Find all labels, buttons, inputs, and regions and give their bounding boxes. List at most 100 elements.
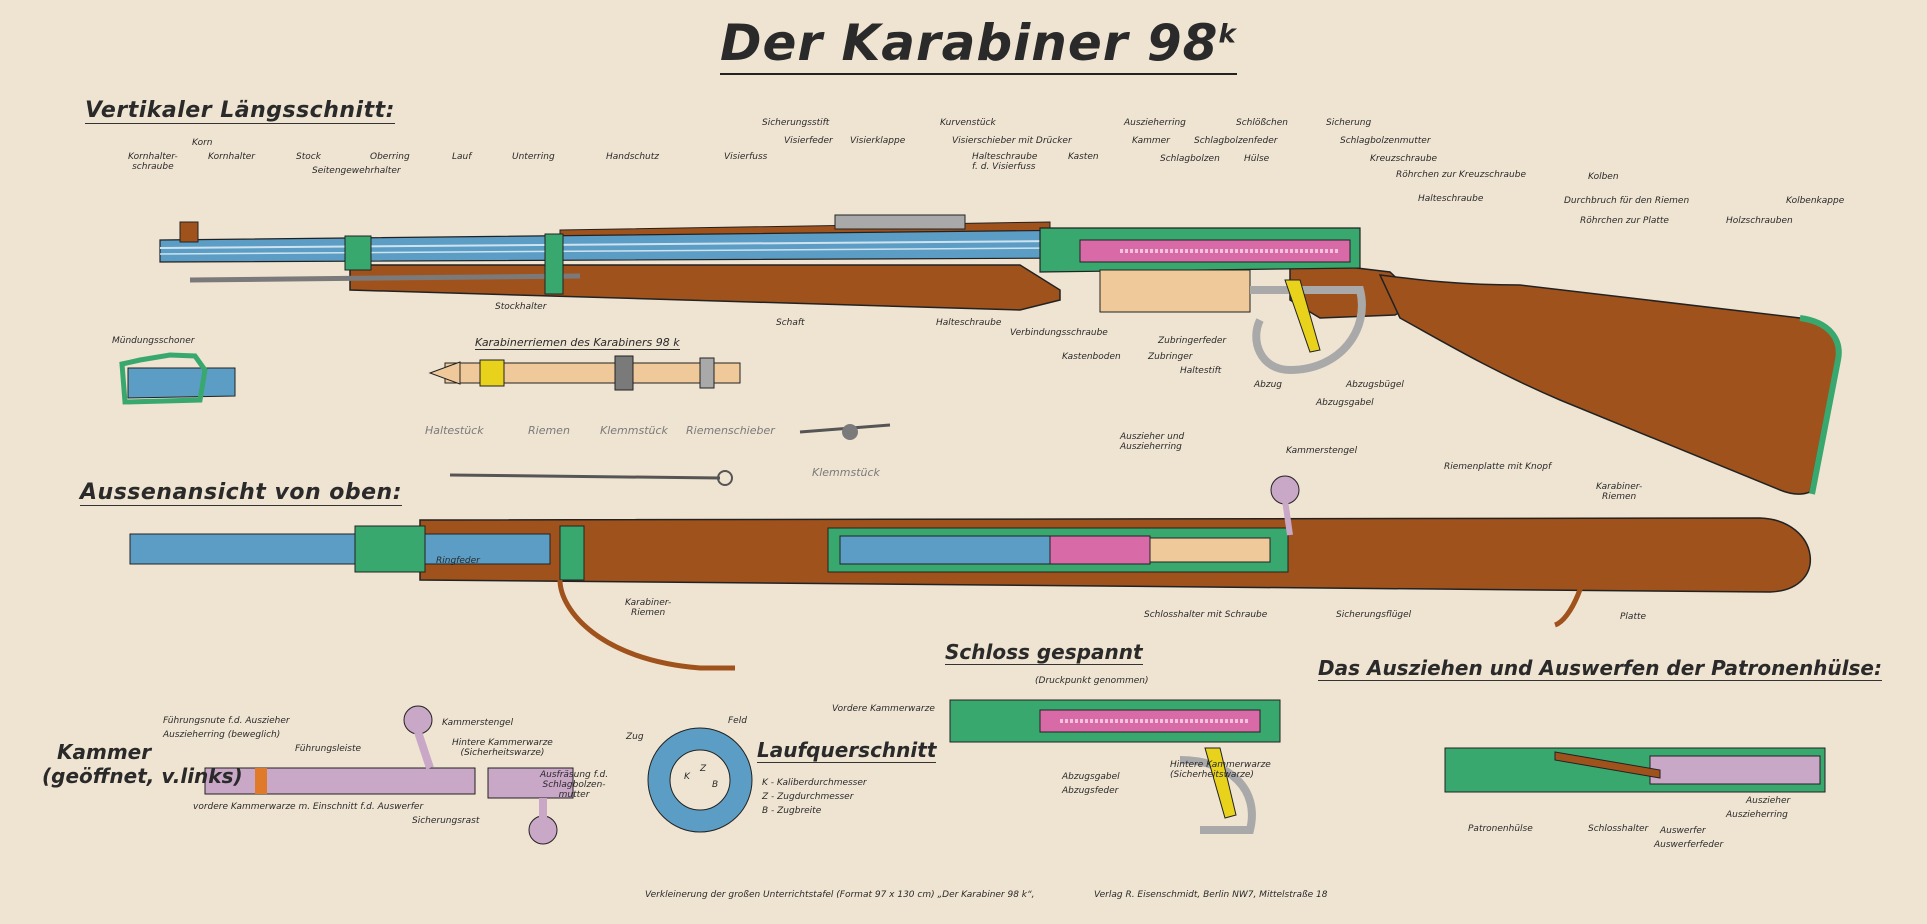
trigger-guard — [1250, 286, 1366, 375]
label-kastenboden: Kastenboden — [1062, 352, 1121, 362]
label-fuehrungsnute: Führungsnute f.d. Auszieher — [163, 716, 290, 726]
heading-lauf: Laufquerschnitt — [757, 738, 937, 763]
label-haltestueck: Haltestück — [425, 424, 484, 437]
label-haltestift: Haltestift — [1180, 366, 1222, 376]
label-sicherung: Sicherung — [1326, 118, 1372, 128]
top-barrel — [129, 533, 551, 565]
label-abzug: Abzug — [1254, 380, 1283, 390]
label-kornhalter: Kornhalter — [208, 152, 255, 162]
label-hintere-warze: Hintere Kammerwarze (Sicherheitswarze) — [452, 738, 553, 758]
label-stockhalter: Stockhalter — [495, 302, 547, 312]
label-ringfeder: Ringfeder — [436, 556, 480, 566]
label-karabinerriemen: Karabiner- Riemen — [1596, 482, 1643, 502]
cocked-bolt — [949, 699, 1281, 834]
label-handschutz: Handschutz — [606, 152, 659, 162]
label-zubringerfeder: Zubringerfeder — [1158, 336, 1227, 346]
label-visierklappe: Visierklappe — [850, 136, 906, 146]
label-auszieherring: Auszieherring — [1124, 118, 1186, 128]
schloss-note: (Druckpunkt genommen) — [1035, 676, 1149, 686]
label-schlagbolzenmutter: Schlagbolzenmutter — [1340, 136, 1431, 146]
label-b: B — [712, 780, 719, 790]
heading-riemen: Karabinerriemen des Karabiners 98 k — [475, 336, 680, 350]
heading-schloss: Schloss gespannt — [945, 640, 1143, 665]
lower-band — [544, 233, 564, 295]
rear-sight — [834, 214, 966, 230]
label-visierfeder: Visierfeder — [784, 136, 833, 146]
label-karabinerriemen2: Karabiner- Riemen — [625, 598, 672, 618]
label-auszieherring-k: Auszieherring (beweglich) — [163, 730, 281, 740]
footer-left: Verkleinerung der großen Unterrichtstafe… — [645, 890, 1035, 900]
label-roehrchen-kreuz: Röhrchen zur Kreuzschraube — [1396, 170, 1526, 180]
label-auswerfer: Auswerfer — [1660, 826, 1706, 836]
label-schlosshalter-a: Schlosshalter — [1588, 824, 1649, 834]
label-z: Z — [700, 764, 707, 774]
label-sicherungsfluegel: Sicherungsflügel — [1336, 610, 1412, 620]
label-auszieher: Auszieher und Auszieherring — [1120, 432, 1185, 452]
label-auszieher-a: Auszieher — [1746, 796, 1791, 806]
label-patronenhuelse: Patronenhülse — [1468, 824, 1533, 834]
label-kreuzschraube: Kreuzschraube — [1370, 154, 1438, 164]
label-auswerferfeder: Auswerferfeder — [1654, 840, 1724, 850]
label-riemenschieber: Riemenschieber — [686, 424, 775, 437]
label-durchbruch: Durchbruch für den Riemen — [1564, 196, 1690, 206]
label-sicherungsrast: Sicherungsrast — [412, 816, 480, 826]
label-vordere-warze: vordere Kammerwarze m. Einschnitt f.d. A… — [193, 802, 424, 812]
section-view — [119, 214, 1842, 495]
label-visierfuss: Visierfuss — [724, 152, 768, 162]
magazine-shape — [1099, 269, 1251, 313]
trigger-shape — [1284, 279, 1321, 353]
label-fuehrungsleiste: Führungsleiste — [295, 744, 362, 754]
top-view — [129, 475, 1811, 671]
label-schlagbolzenfeder: Schlagbolzenfeder — [1194, 136, 1278, 146]
label-k: K — [684, 772, 690, 782]
label-schloesschen: Schlößchen — [1236, 118, 1288, 128]
label-halteschraube-l: Halteschraube — [936, 318, 1002, 328]
label-visierschieber: Visierschieber mit Drücker — [952, 136, 1072, 146]
sling-detail — [428, 355, 891, 486]
label-lauf: Lauf — [452, 152, 472, 162]
label-muendungsschoner: Mündungsschoner — [112, 336, 195, 346]
label-schlosshalter: Schlosshalter mit Schraube — [1144, 610, 1268, 620]
label-platte: Platte — [1620, 612, 1647, 622]
heading-kammer: Kammer — [57, 740, 152, 764]
upper-band — [344, 235, 372, 271]
label-stock: Stock — [296, 152, 321, 162]
label-kolben: Kolben — [1588, 172, 1619, 182]
label-kornhalterschraube: Kornhalter- schraube — [128, 152, 178, 172]
label-verbindungsschraube: Verbindungsschraube — [1010, 328, 1108, 338]
label-kammerstengel: Kammerstengel — [1286, 446, 1358, 456]
label-unterring: Unterring — [512, 152, 555, 162]
heading-top-view: Aussenansicht von oben: — [80, 480, 403, 506]
label-zubringer: Zubringer — [1148, 352, 1193, 362]
butt-plate — [1799, 315, 1842, 495]
footer-right: Verlag R. Eisenschmidt, Berlin NW7, Mitt… — [1094, 890, 1328, 900]
muzzle-cap-shape — [127, 367, 236, 399]
heading-ausziehen: Das Ausziehen und Auswerfen der Patronen… — [1318, 656, 1882, 681]
label-schaft: Schaft — [776, 318, 805, 328]
label-riemen: Riemen — [528, 424, 570, 437]
label-feld: Feld — [728, 716, 747, 726]
heading-section-view: Vertikaler Längsschnitt: — [85, 98, 395, 124]
label-huelse: Hülse — [1244, 154, 1270, 164]
bolt-detail — [204, 705, 574, 845]
label-abzugsfeder: Abzugsfeder — [1062, 786, 1119, 796]
label-klemmstueck: Klemmstück — [600, 424, 668, 437]
label-auszieherring-a: Auszieherring — [1726, 810, 1788, 820]
label-ausfraesung: Ausfräsung f.d. Schlagbolzen- mutter — [540, 770, 609, 800]
label-halteschraube-r: Halteschraube — [1418, 194, 1484, 204]
label-hintere-warze-s: Hintere Kammerwarze (Sicherheitswarze) — [1170, 760, 1271, 780]
label-korn: Korn — [192, 138, 213, 148]
label-kammerstengel-k: Kammerstengel — [442, 718, 514, 728]
cleaning-rod — [189, 273, 581, 283]
stock-shape — [349, 264, 1061, 311]
label-halteschraube-visier: Halteschraube f. d. Visierfuss — [972, 152, 1038, 172]
label-schlagbolzen: Schlagbolzen — [1160, 154, 1220, 164]
label-riemenplatte: Riemenplatte mit Knopf — [1444, 462, 1552, 472]
label-klemmstueck2: Klemmstück — [812, 466, 880, 479]
label-kurvenstueck: Kurvenstück — [940, 118, 996, 128]
label-kammer: Kammer — [1132, 136, 1170, 146]
top-bolt-knob — [1270, 475, 1300, 505]
barrel-section — [647, 727, 753, 833]
